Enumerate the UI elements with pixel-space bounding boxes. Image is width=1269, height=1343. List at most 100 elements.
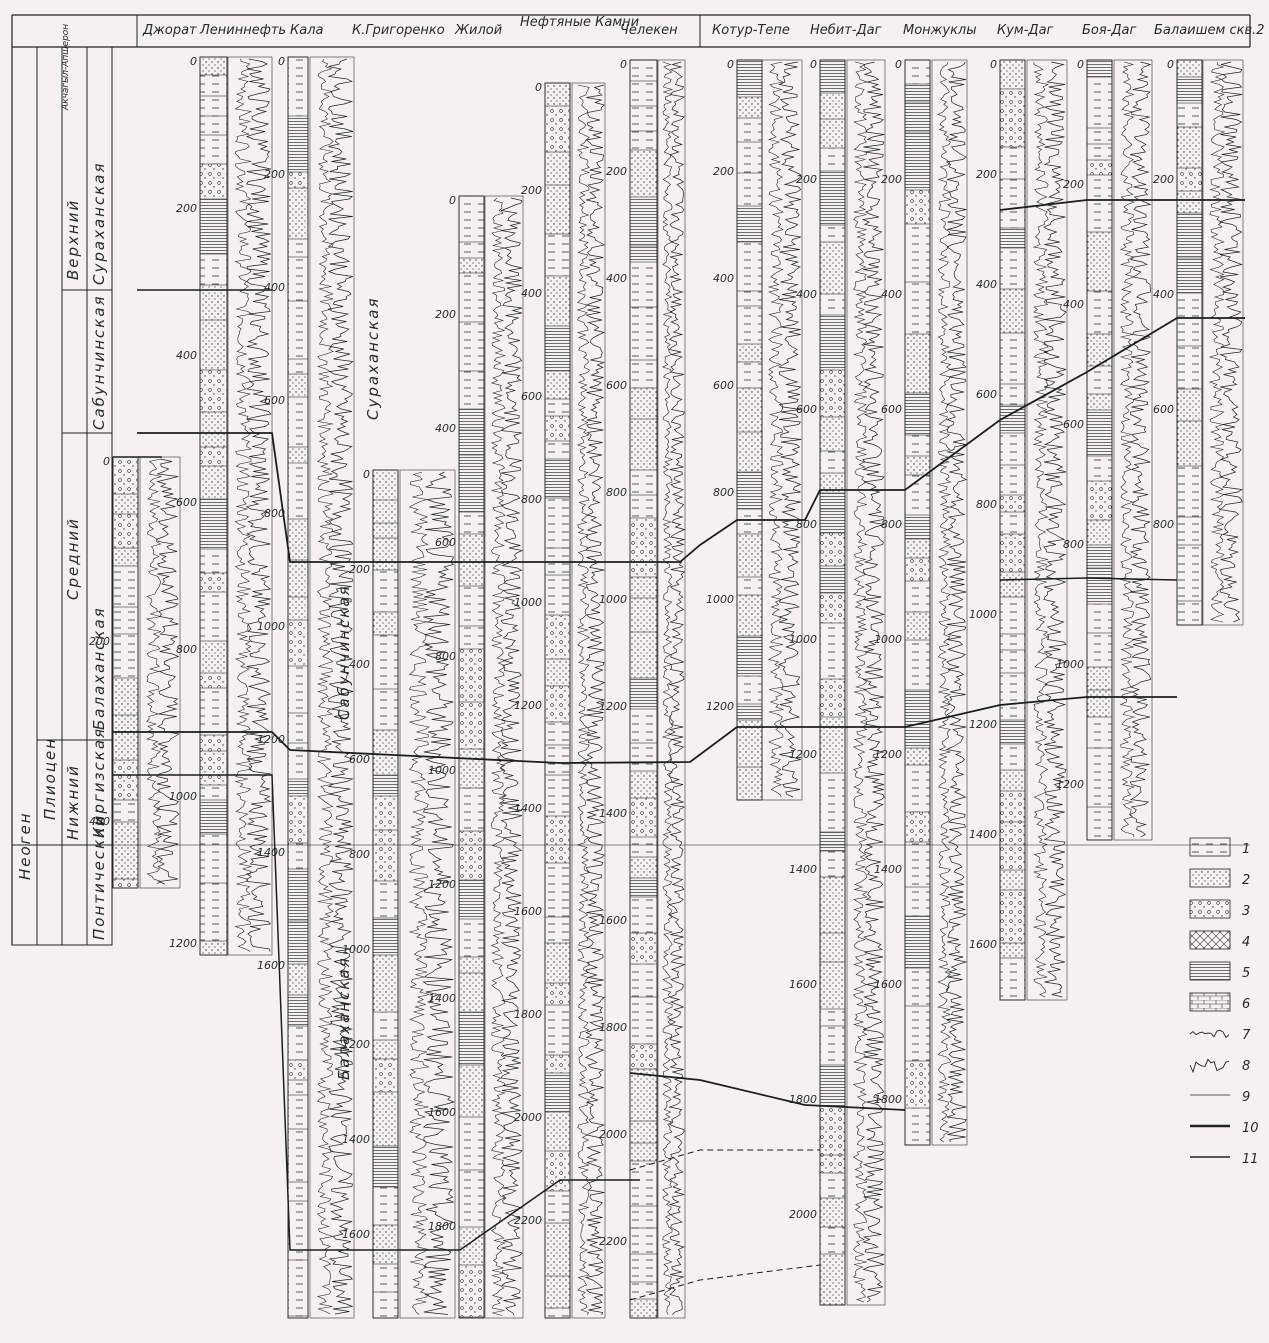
legend-swatch bbox=[1189, 992, 1231, 1012]
depth-label: 1200 bbox=[257, 733, 285, 746]
litho-layer bbox=[372, 1145, 399, 1188]
legend-number: 5 bbox=[1242, 966, 1250, 981]
litho-layer bbox=[372, 469, 399, 501]
litho-layer bbox=[372, 829, 399, 882]
litho-layer bbox=[629, 856, 658, 879]
depth-label: 1600 bbox=[789, 978, 817, 991]
litho-layer bbox=[904, 434, 931, 457]
correlation-line bbox=[629, 1149, 820, 1171]
litho-layer bbox=[1176, 345, 1203, 390]
litho-layer bbox=[904, 580, 931, 613]
litho-layer bbox=[287, 963, 309, 996]
depth-label: 600 bbox=[264, 394, 285, 407]
litho-layer bbox=[736, 703, 763, 721]
litho-layer bbox=[287, 619, 309, 667]
litho-layer bbox=[629, 196, 658, 247]
litho-layer bbox=[458, 648, 485, 703]
legend-swatch bbox=[1189, 1029, 1230, 1039]
litho-layer bbox=[544, 398, 571, 417]
litho-layer bbox=[1176, 59, 1203, 78]
litho-layer bbox=[904, 101, 931, 133]
litho-layer bbox=[904, 392, 931, 436]
litho-layer bbox=[629, 996, 658, 1045]
litho-layer bbox=[629, 1043, 658, 1070]
litho-layer bbox=[112, 493, 139, 515]
litho-layer bbox=[1176, 102, 1203, 128]
litho-layer bbox=[544, 325, 571, 372]
litho-layer bbox=[819, 241, 846, 295]
litho-layer bbox=[629, 836, 658, 858]
depth-label: 200 bbox=[796, 173, 817, 186]
depth-label: 1400 bbox=[428, 992, 456, 1005]
litho-layer bbox=[1086, 806, 1113, 841]
depth-label: 600 bbox=[713, 379, 734, 392]
depth-label: 600 bbox=[1153, 403, 1174, 416]
litho-layer bbox=[736, 766, 763, 801]
litho-layer bbox=[819, 1105, 846, 1156]
litho-layer bbox=[999, 227, 1026, 249]
litho-layer bbox=[629, 517, 658, 578]
legend-number: 7 bbox=[1242, 1028, 1251, 1043]
litho-layer bbox=[629, 1142, 658, 1162]
litho-layer bbox=[199, 940, 228, 956]
litho-layer bbox=[1086, 716, 1113, 749]
depth-label: 800 bbox=[976, 498, 997, 511]
depth-label: 2000 bbox=[789, 1208, 817, 1221]
litho-layer bbox=[544, 685, 571, 723]
litho-layer bbox=[629, 130, 658, 151]
litho-layer bbox=[199, 882, 228, 942]
litho-layer bbox=[287, 778, 309, 797]
litho-layer bbox=[819, 314, 846, 371]
litho-layer bbox=[1086, 174, 1113, 233]
depth-label: 2000 bbox=[514, 1111, 542, 1124]
litho-layer bbox=[629, 1068, 658, 1122]
litho-layer bbox=[736, 675, 763, 705]
litho-layer bbox=[287, 1079, 309, 1096]
litho-layer bbox=[544, 1150, 571, 1192]
litho-layer bbox=[819, 850, 846, 878]
log-curve bbox=[500, 197, 524, 1316]
litho-layer bbox=[287, 842, 309, 870]
well-6: 0200400600800100012001400160018002000220… bbox=[599, 58, 686, 1319]
litho-layer bbox=[819, 1154, 846, 1174]
litho-layer bbox=[199, 319, 228, 371]
well-header-monzh: Монжуклы bbox=[903, 23, 977, 38]
litho-layer bbox=[629, 105, 658, 132]
litho-layer bbox=[904, 223, 931, 283]
legend-number: 9 bbox=[1242, 1090, 1250, 1105]
litho-layer bbox=[1086, 747, 1113, 808]
litho-layer bbox=[819, 59, 846, 94]
litho-layer bbox=[544, 1072, 571, 1113]
litho-layer bbox=[458, 1264, 485, 1318]
depth-label: 400 bbox=[435, 422, 456, 435]
litho-layer bbox=[1176, 465, 1203, 518]
litho-layer bbox=[372, 569, 399, 613]
litho-layer bbox=[819, 532, 846, 567]
litho-layer bbox=[458, 830, 485, 881]
legend-item-11: 11 bbox=[1190, 1152, 1259, 1167]
depth-label: 1000 bbox=[969, 608, 997, 621]
depth-label: 200 bbox=[713, 165, 734, 178]
litho-layer bbox=[736, 205, 763, 243]
litho-layer bbox=[1176, 292, 1203, 347]
litho-layer bbox=[629, 149, 658, 198]
depth-label: 800 bbox=[521, 493, 542, 506]
litho-layer bbox=[372, 1039, 399, 1060]
litho-layer bbox=[999, 247, 1026, 290]
litho-layer bbox=[1086, 455, 1113, 482]
litho-layer bbox=[287, 1059, 309, 1081]
series-label: Плиоцен bbox=[41, 737, 59, 820]
litho-layer bbox=[819, 592, 846, 624]
depth-label: 1000 bbox=[257, 620, 285, 633]
litho-layer bbox=[287, 1181, 309, 1202]
litho-layer bbox=[372, 880, 399, 919]
litho-layer bbox=[629, 877, 658, 898]
litho-layer bbox=[199, 411, 228, 448]
litho-column bbox=[1086, 59, 1113, 841]
depth-label: 1200 bbox=[169, 937, 197, 950]
depth-label: 600 bbox=[1063, 418, 1084, 431]
legend-swatch bbox=[1189, 899, 1231, 919]
litho-layer bbox=[819, 932, 846, 963]
